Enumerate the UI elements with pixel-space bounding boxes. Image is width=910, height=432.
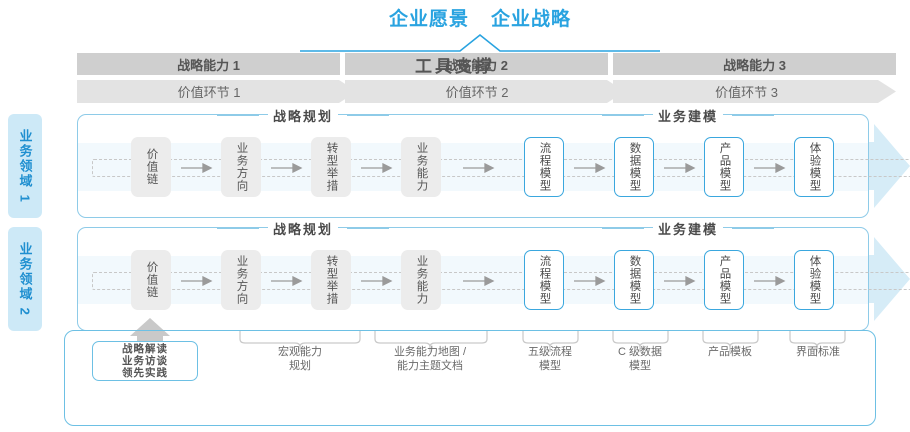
arrow-icon — [664, 163, 696, 173]
tool-label-process-model: 五级流程模型 — [528, 346, 572, 372]
node-label: 价值链 — [145, 148, 158, 186]
arrow-icon — [664, 276, 696, 286]
tool-chip-line-1: 战略解读 — [122, 343, 168, 355]
node-label: 转型举措 — [325, 255, 338, 305]
vision-label-1: 企业愿景 — [388, 8, 469, 30]
capability-bar-1: 战略能力 1 — [77, 53, 340, 75]
row-1-section-planning: 战略规划 — [178, 105, 428, 125]
arrow-icon — [181, 276, 213, 286]
domain-row-1: 战略规划 业务建模 价值链 业务方向 转型举措 业务能力 流程模型 数据模型 产… — [77, 105, 910, 218]
value-segment-label-1: 价值环节 1 — [177, 85, 241, 100]
node-label: 业务方向 — [235, 142, 248, 192]
node-label: 价值链 — [145, 261, 158, 299]
node-label: 流程模型 — [538, 142, 551, 192]
tool-label-macro-capability: 宏观能力规划 — [278, 346, 322, 372]
arrow-icon — [463, 276, 495, 286]
node-value-chain[interactable]: 价值链 — [131, 137, 171, 197]
value-segment-3: 价值环节 3 — [613, 80, 896, 103]
vision-title: 企业愿景 企业战略 — [355, 4, 605, 30]
tool-label-product-template: 产品模板 — [708, 346, 752, 358]
section-rule-left — [216, 227, 259, 229]
node-business-direction[interactable]: 业务方向 — [221, 250, 261, 310]
node-transformation-measures[interactable]: 转型举措 — [311, 137, 351, 197]
node-business-capability[interactable]: 业务能力 — [401, 137, 441, 197]
node-label: 业务方向 — [235, 255, 248, 305]
section-rule-left — [216, 114, 259, 116]
value-segment-label-3: 价值环节 3 — [715, 85, 778, 100]
arrow-icon — [574, 276, 606, 286]
row-2-section-planning: 战略规划 — [178, 218, 428, 238]
row-2-section-modeling: 业务建模 — [563, 218, 813, 238]
node-experience-model[interactable]: 体验模型 — [794, 250, 834, 310]
section-rule-right — [732, 114, 774, 116]
node-transformation-measures[interactable]: 转型举措 — [311, 250, 351, 310]
arrow-icon — [181, 163, 213, 173]
domain-row-2: 战略规划 业务建模 价值链 业务方向 转型举措 业务能力 流程模型 数据模型 产… — [77, 218, 910, 331]
node-label: 产品模型 — [718, 142, 731, 192]
section-rule-right — [732, 227, 774, 229]
domain-tab-1[interactable]: 业务领域 1 — [8, 114, 42, 218]
tool-chip-line-3: 领先实践 — [122, 367, 168, 379]
value-segment-2: 价值环节 2 — [345, 80, 625, 103]
arrow-icon — [271, 276, 303, 286]
domain-label-2: 业务领域 2 — [17, 241, 33, 317]
node-label: 业务能力 — [415, 142, 428, 192]
domain-tab-2[interactable]: 业务领域 2 — [8, 227, 42, 331]
capability-bar-3: 战略能力 3 — [613, 53, 896, 75]
tool-label-data-model: C 级数据模型 — [618, 346, 662, 372]
node-process-model[interactable]: 流程模型 — [524, 137, 564, 197]
value-segment-label-2: 价值环节 2 — [445, 85, 509, 100]
arrow-icon — [574, 163, 606, 173]
node-process-model[interactable]: 流程模型 — [524, 250, 564, 310]
section-title-planning: 战略规划 — [267, 218, 338, 238]
node-business-capability[interactable]: 业务能力 — [401, 250, 441, 310]
node-label: 转型举措 — [325, 142, 338, 192]
section-title-modeling: 业务建模 — [652, 218, 723, 238]
capability-label-1: 战略能力 1 — [177, 57, 240, 73]
tool-label-capability-map: 业务能力地图 /能力主题文档 — [393, 346, 467, 372]
node-label: 产品模型 — [718, 255, 731, 305]
section-title-planning: 战略规划 — [267, 105, 338, 125]
arrow-icon — [361, 163, 393, 173]
section-title-modeling: 业务建模 — [652, 105, 723, 125]
vision-label-2: 企业战略 — [491, 8, 572, 30]
arrow-icon — [754, 163, 786, 173]
value-segment-1: 价值环节 1 — [77, 80, 357, 103]
node-label: 体验模型 — [808, 255, 821, 305]
capability-label-2: 战略能力 2 — [445, 57, 508, 73]
capability-label-3: 战略能力 3 — [723, 57, 786, 73]
node-business-direction[interactable]: 业务方向 — [221, 137, 261, 197]
node-label: 业务能力 — [415, 255, 428, 305]
node-data-model[interactable]: 数据模型 — [614, 137, 654, 197]
arrow-icon — [463, 163, 495, 173]
section-rule-right — [347, 114, 389, 116]
arrow-icon — [361, 276, 393, 286]
arrow-icon — [754, 276, 786, 286]
tool-chip-strategy[interactable]: 战略解读 业务访谈 领先实践 — [92, 341, 198, 381]
tool-chip-line-2: 业务访谈 — [122, 355, 168, 367]
section-rule-left — [601, 114, 644, 116]
node-label: 流程模型 — [538, 255, 551, 305]
vision-connector-icon — [300, 33, 660, 52]
node-label: 数据模型 — [628, 142, 641, 192]
capability-bar-2: 战略能力 2 — [345, 53, 608, 75]
node-experience-model[interactable]: 体验模型 — [794, 137, 834, 197]
node-value-chain[interactable]: 价值链 — [131, 250, 171, 310]
section-rule-right — [347, 227, 389, 229]
section-rule-left — [601, 227, 644, 229]
tool-label-ui-standard: 界面标准 — [796, 346, 840, 358]
arrow-icon — [271, 163, 303, 173]
domain-label-1: 业务领域 1 — [17, 128, 33, 204]
row-1-section-modeling: 业务建模 — [563, 105, 813, 125]
node-data-model[interactable]: 数据模型 — [614, 250, 654, 310]
node-label: 体验模型 — [808, 142, 821, 192]
tool-support-title: 工具支撑 — [415, 57, 495, 76]
tool-support-container — [64, 330, 876, 426]
node-product-model[interactable]: 产品模型 — [704, 250, 744, 310]
node-label: 数据模型 — [628, 255, 641, 305]
node-product-model[interactable]: 产品模型 — [704, 137, 744, 197]
